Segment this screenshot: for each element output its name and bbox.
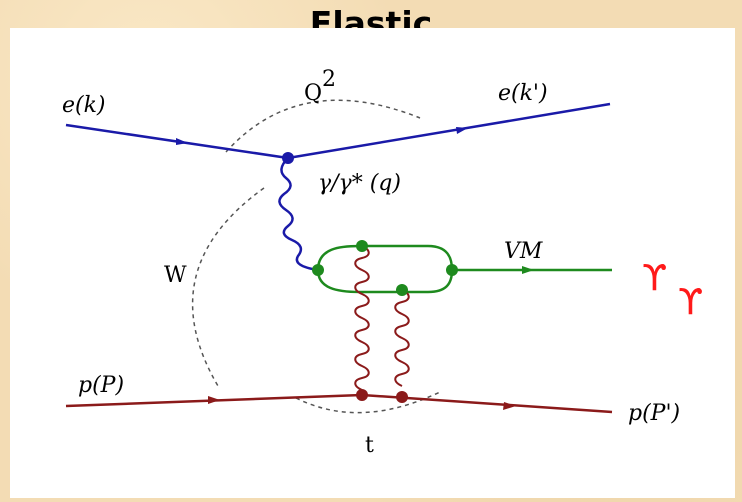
label-t: t <box>365 433 374 458</box>
incoming-electron-arrow <box>176 138 188 145</box>
proton-vertex-right <box>396 391 408 403</box>
vm-vertex-bottom <box>396 284 408 296</box>
proton-vertex-left <box>356 389 368 401</box>
label-electron-out: e(k') <box>498 81 548 106</box>
gluon-line-right <box>394 289 410 387</box>
label-vm: VM <box>504 239 543 264</box>
gluon-line-left <box>354 245 370 391</box>
vm-vertex-right <box>446 264 458 276</box>
vm-vertex-left <box>312 264 324 276</box>
diagram-panel <box>10 28 735 498</box>
label-electron-in: e(k) <box>62 93 106 118</box>
label-q2: Q <box>304 81 322 106</box>
outgoing-electron-line <box>287 102 611 160</box>
vm-arrow <box>522 266 534 274</box>
label-w: W <box>164 263 187 288</box>
upsilon-label-1: ϒ <box>642 258 667 299</box>
label-proton-out: p(P') <box>628 401 680 426</box>
incoming-proton-arrow <box>208 396 220 404</box>
label-photon: γ/γ* (q) <box>318 171 401 196</box>
electron-vertex <box>282 152 294 164</box>
upsilon-label-2: ϒ <box>678 282 703 323</box>
outgoing-electron-arrow <box>456 127 468 134</box>
w-dashed-arc <box>191 187 265 387</box>
label-q2-superscript: 2 <box>322 67 336 92</box>
label-proton-in: p(P) <box>78 373 124 398</box>
outgoing-proton-arrow <box>503 402 516 410</box>
photon-wavy-line <box>278 157 319 272</box>
vm-vertex-top <box>356 240 368 252</box>
vector-meson-loop <box>316 244 454 294</box>
q2-dashed-arc <box>225 99 421 153</box>
